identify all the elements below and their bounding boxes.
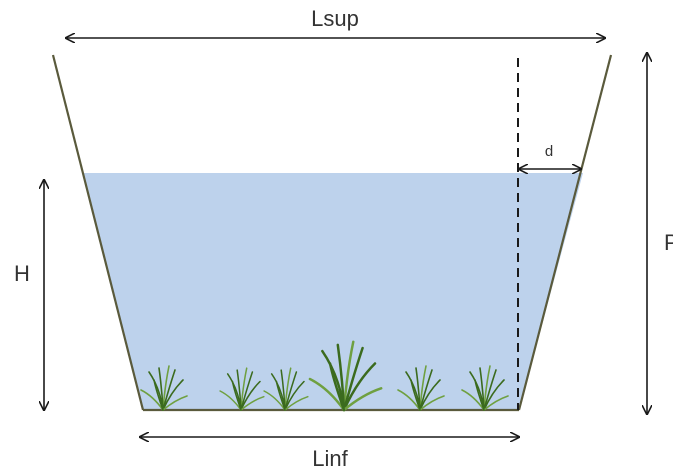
bottom-width-label: Linf <box>312 446 348 471</box>
water-height-label: H <box>14 261 30 286</box>
aquatic-plants <box>140 340 509 412</box>
right-wall <box>517 54 613 411</box>
top-width-label: Lsup <box>311 6 359 31</box>
total-depth-label: P <box>664 230 673 255</box>
aquatic-plant <box>140 365 188 411</box>
aquatic-plant <box>263 367 309 411</box>
aquatic-plant <box>461 365 509 411</box>
aquatic-plant <box>219 367 265 411</box>
water-body <box>84 173 583 410</box>
aquatic-plant <box>397 365 445 411</box>
left-wall <box>51 54 145 411</box>
aquatic-plant <box>308 340 383 412</box>
offset-label: d <box>545 143 553 160</box>
